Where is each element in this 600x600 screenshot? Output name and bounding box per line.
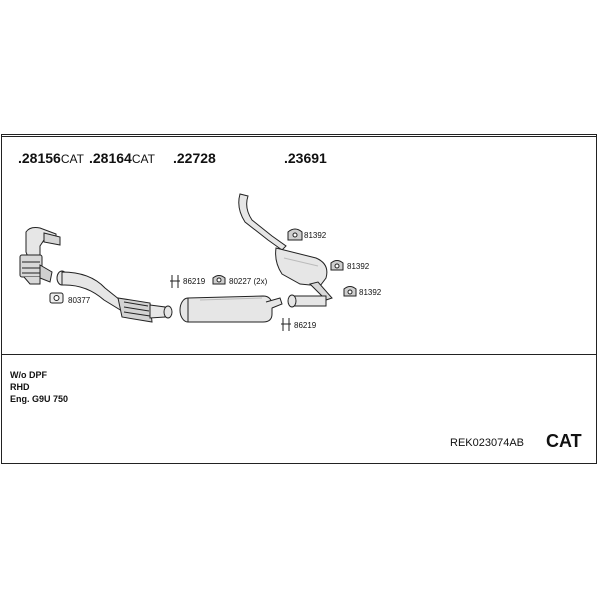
rubber-hanger-icon[interactable] — [212, 275, 226, 285]
part-number-3[interactable]: .22728 — [173, 150, 216, 166]
rubber-hanger-icon[interactable] — [330, 260, 344, 271]
front-pipe-catalyst[interactable] — [56, 270, 173, 323]
notes-divider — [1, 354, 597, 355]
note-drive: RHD — [10, 382, 30, 392]
clamp-left-label: 86219 — [183, 277, 206, 286]
hanger-top-label: 81392 — [304, 231, 327, 240]
hanger-low-right-label: 81392 — [359, 288, 382, 297]
catalyst-manifold[interactable] — [19, 227, 61, 285]
clamp-bottom-label: 86219 — [294, 321, 317, 330]
rubber-hanger-icon[interactable] — [287, 228, 303, 241]
middle-silencer[interactable] — [179, 295, 283, 323]
note-engine: Eng. G9U 750 — [10, 394, 69, 404]
kit-code: REK023074AB — [450, 437, 524, 449]
rubber-hanger-icon[interactable] — [343, 286, 357, 297]
gasket-icon[interactable] — [49, 292, 64, 304]
rear-silencer[interactable] — [238, 193, 333, 308]
hanger-mid-label: 80227 (2x) — [229, 277, 268, 286]
clamp-icon[interactable] — [170, 275, 180, 288]
gasket-label: 80377 — [68, 296, 91, 305]
hanger-mid-right-label: 81392 — [347, 262, 370, 271]
note-dpf: W/o DPF — [10, 370, 47, 380]
clamp-icon[interactable] — [281, 318, 291, 331]
part-number-1[interactable]: .28156CAT — [18, 150, 84, 166]
kit-type: CAT — [546, 431, 582, 451]
part-number-4[interactable]: .23691 — [284, 150, 327, 166]
part-number-2[interactable]: .28164CAT — [89, 150, 155, 166]
header-rule — [1, 136, 597, 137]
diagram-frame — [1, 134, 597, 464]
